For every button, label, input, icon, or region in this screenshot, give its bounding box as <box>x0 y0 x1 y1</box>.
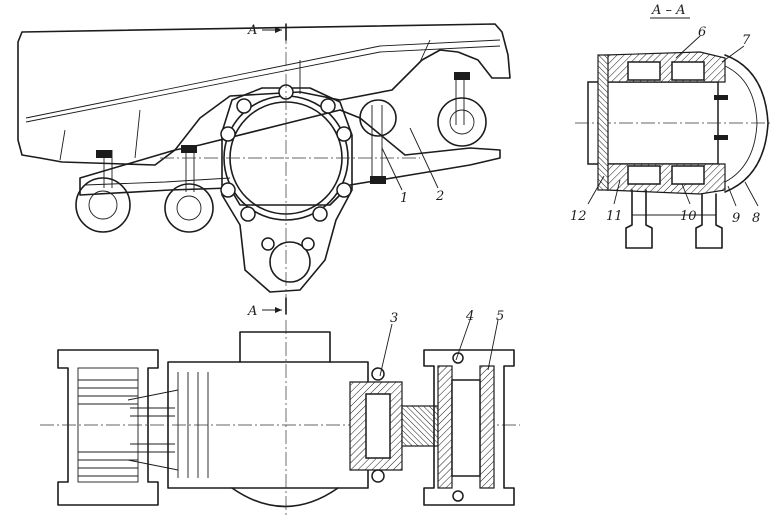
nut-2 <box>181 145 197 153</box>
right-bearing-5 <box>479 365 495 489</box>
hanger-right <box>455 74 465 125</box>
frame-inner-line <box>25 39 501 119</box>
callout-5: 5 <box>496 309 504 324</box>
end-cover <box>724 54 769 193</box>
callout-11: 11 <box>606 209 623 224</box>
bearing-3-ball-bottom <box>371 469 385 483</box>
section-letter-bottom: A <box>247 304 257 319</box>
roller-top-1 <box>627 61 661 81</box>
nut-3 <box>454 72 470 80</box>
cover-bolt-bottom <box>714 135 728 140</box>
shackle-wheel-2 <box>164 183 214 233</box>
shackle-wheel-3-hub <box>449 109 475 135</box>
axle-drum-bottom <box>231 487 339 508</box>
bearing-4-ball-bottom <box>452 490 464 502</box>
lower-eye <box>269 241 311 283</box>
right-bearing-4 <box>437 365 453 489</box>
callout-3: 3 <box>390 311 398 326</box>
housing-leg-right <box>695 193 723 249</box>
cover-bolt-top <box>714 95 728 100</box>
nut-1 <box>96 150 112 158</box>
hanger-mid2 <box>371 105 383 180</box>
section-view-title: A – A <box>651 3 686 18</box>
left-bracket-link <box>127 389 179 471</box>
section-letter-top: A <box>247 23 257 38</box>
plan-view <box>40 320 520 515</box>
roller-top-2 <box>671 61 705 81</box>
end-cover-inner <box>724 65 758 183</box>
left-bracket-springs <box>130 407 175 453</box>
section-view-a-a: A – A <box>575 3 770 249</box>
roller-bottom-2 <box>671 165 705 185</box>
left-bracket-outline <box>57 349 159 506</box>
shackle-wheel-1-hub <box>88 190 118 220</box>
bearing-housing-bottom <box>605 163 726 195</box>
frame-inner-line-2 <box>25 45 501 123</box>
coupling <box>401 405 439 447</box>
roller-bottom-1 <box>627 165 661 185</box>
shackle-wheel-4 <box>359 99 397 137</box>
callout-7: 7 <box>742 33 751 48</box>
shackle-wheel-1 <box>75 177 131 233</box>
right-bracket-outline <box>423 349 515 506</box>
bearing-3-ball-top <box>371 367 385 381</box>
frame-web <box>59 39 431 161</box>
hanger-mid <box>185 148 195 192</box>
side-elevation-view <box>17 23 511 300</box>
callout-12: 12 <box>570 209 587 224</box>
callout-10: 10 <box>680 209 697 224</box>
nut-4 <box>370 176 386 184</box>
housing-leg-left <box>625 189 653 249</box>
callout-8: 8 <box>752 211 760 226</box>
shackle-wheel-2-hub <box>176 195 202 221</box>
callout-4: 4 <box>465 309 474 324</box>
bearing-block-3-core <box>365 393 391 459</box>
seal-ring <box>597 54 609 191</box>
left-coil-ribs <box>78 379 138 477</box>
axle-drum-top <box>239 331 331 363</box>
section-marker-bottom: A <box>247 297 287 319</box>
shackle-wheel-3 <box>437 97 487 147</box>
frame-outline <box>17 23 511 166</box>
callouts: 1 2 3 4 5 6 7 8 9 10 11 12 <box>379 25 760 377</box>
callout-6: 6 <box>698 25 706 40</box>
callout-2: 2 <box>435 189 444 204</box>
bearing-housing-top <box>605 51 726 83</box>
callout-9: 9 <box>732 211 740 226</box>
section-marker-top: A <box>247 23 287 41</box>
axle-housing-outline <box>221 87 353 293</box>
callout-1: 1 <box>400 191 408 206</box>
right-bracket-core <box>451 379 481 477</box>
